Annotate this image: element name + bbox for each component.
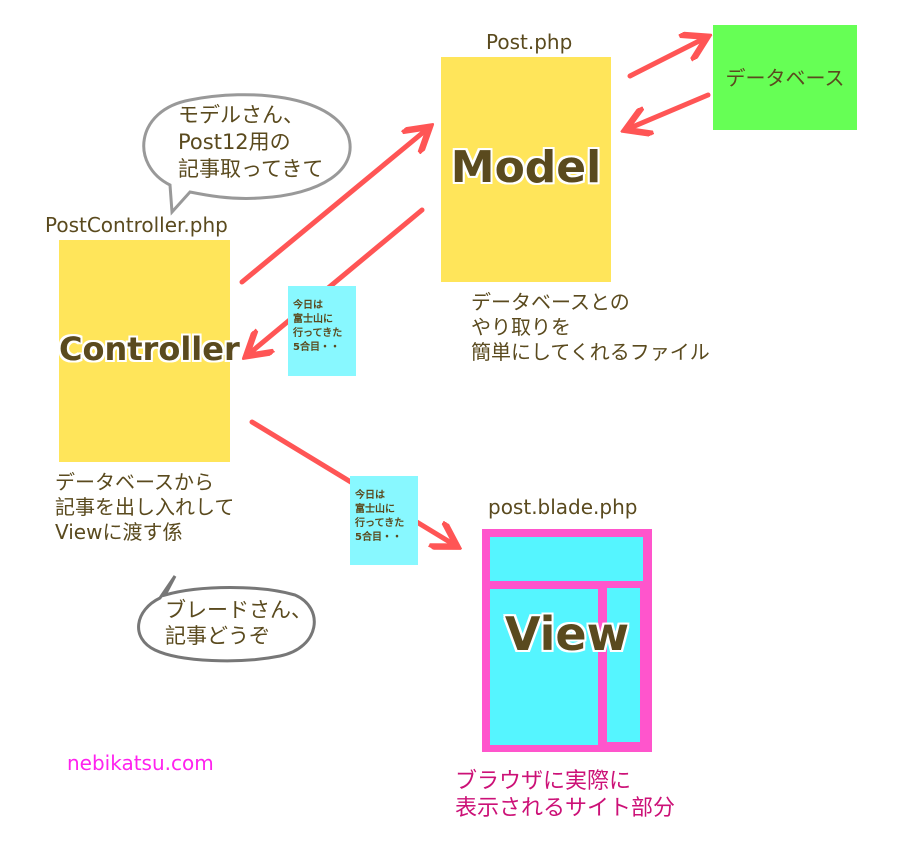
model-box: Model bbox=[441, 57, 611, 282]
database-box: データベース bbox=[713, 25, 857, 130]
data-note-returned: 今日は 富士山に 行ってきた 5合目・・ bbox=[288, 286, 356, 376]
view-frame: View bbox=[482, 529, 652, 752]
speech-bubble-to-model bbox=[142, 93, 352, 216]
speech-bubble-to-view bbox=[137, 575, 316, 663]
controller-description: データベースから 記事を出し入れして Viewに渡す係 bbox=[55, 470, 235, 544]
arrow-model-to-db bbox=[627, 39, 703, 79]
arrow-controller-to-model bbox=[239, 130, 426, 285]
controller-title: Controller bbox=[59, 330, 240, 368]
view-main-panel bbox=[490, 589, 598, 745]
credit-link[interactable]: nebikatsu.com bbox=[67, 751, 214, 775]
data-note-sent: 今日は 富士山に 行ってきた 5合目・・ bbox=[350, 476, 418, 565]
model-file-label: Post.php bbox=[486, 30, 573, 54]
arrow-db-to-model bbox=[630, 92, 711, 128]
controller-file-label: PostController.php bbox=[45, 213, 228, 237]
database-label: データベース bbox=[725, 66, 845, 90]
model-title: Model bbox=[450, 142, 602, 193]
controller-box: Controller bbox=[59, 240, 240, 462]
view-file-label: post.blade.php bbox=[488, 495, 638, 519]
view-header-panel bbox=[490, 537, 643, 581]
arrow-model-to-controller bbox=[250, 207, 425, 353]
bubble-text-to-view: ブレードさん、 記事どうぞ bbox=[165, 598, 312, 648]
view-description: ブラウザに実際に 表示されるサイト部分 bbox=[455, 769, 676, 821]
view-side-panel bbox=[607, 588, 640, 742]
view-title: View bbox=[504, 607, 630, 661]
model-description: データベースとの やり取りを 簡単にしてくれるファイル bbox=[471, 290, 710, 364]
bubble-text-to-model: モデルさん、 Post12用の 記事取ってきて bbox=[178, 103, 324, 181]
